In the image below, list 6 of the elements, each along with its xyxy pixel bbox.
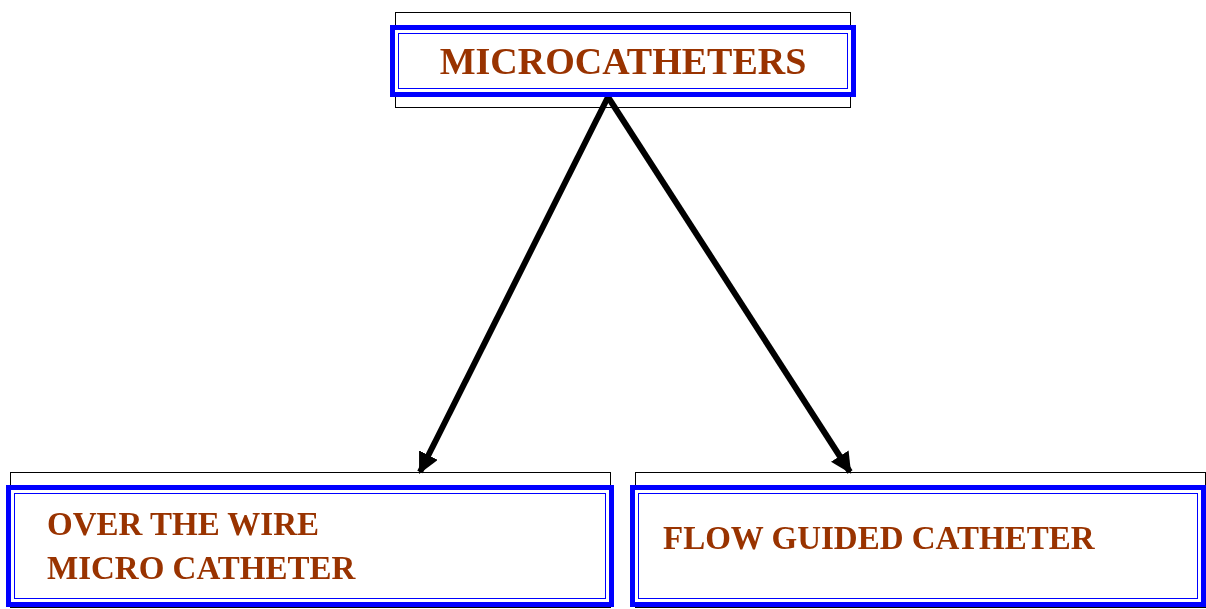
category-title: MICROCATHETERS	[439, 38, 807, 84]
category-box	[390, 25, 856, 97]
category-title: OVER THE WIRE MICRO CATHETER	[47, 505, 357, 588]
arrow	[417, 95, 611, 474]
arrow	[605, 95, 853, 474]
category-title: FLOW GUIDED CATHETER	[663, 519, 1095, 558]
